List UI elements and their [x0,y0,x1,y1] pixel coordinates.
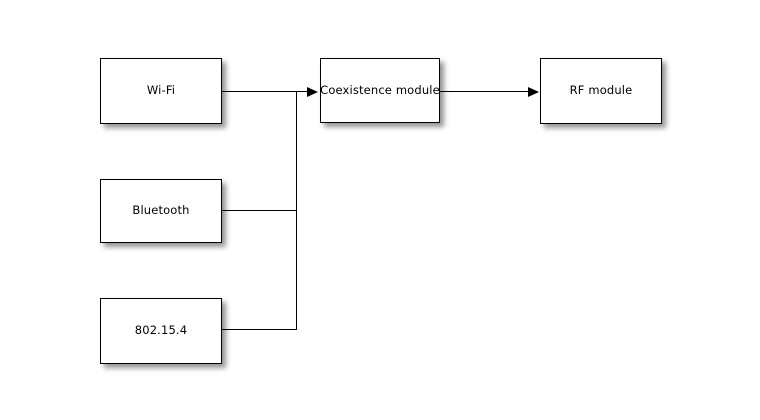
node-802154-label: 802.15.4 [134,323,188,338]
node-bluetooth[interactable]: Bluetooth [100,179,222,243]
edge-802154-to-bus [222,329,297,331]
arrowhead-to-coexistence-icon [307,87,318,97]
node-coexistence-module[interactable]: Coexistence module [320,58,440,123]
node-rf-module[interactable]: RF module [540,58,662,124]
node-wifi-label: Wi-Fi [146,83,176,98]
arrowhead-to-rf-icon [528,87,539,97]
node-802154[interactable]: 802.15.4 [100,298,222,364]
edge-vertical-bus [295,91,297,330]
edge-bus-to-coexistence [295,91,310,93]
edge-bluetooth-to-bus [222,210,297,212]
edge-coexistence-to-rf [440,91,530,93]
edge-wifi-to-bus [222,91,306,93]
node-coexistence-module-label: Coexistence module [320,82,440,97]
node-bluetooth-label: Bluetooth [132,203,190,218]
node-wifi[interactable]: Wi-Fi [100,58,222,124]
node-rf-module-label: RF module [569,83,633,98]
